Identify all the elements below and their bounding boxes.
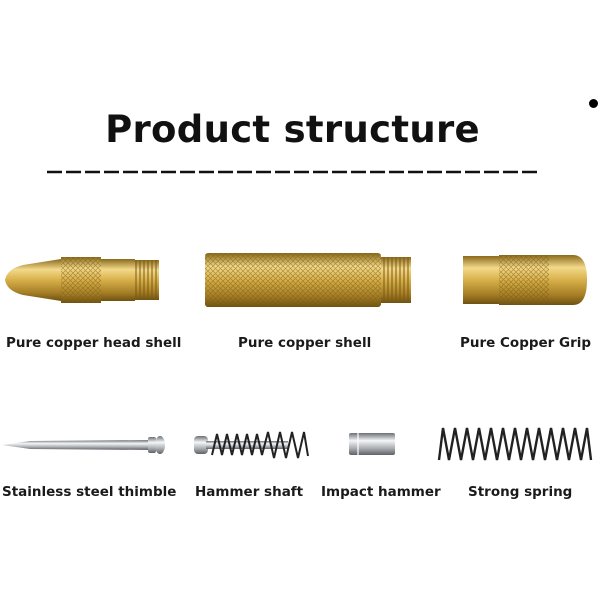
label-hammer-shaft: Hammer shaft [195, 484, 304, 500]
dashed-divider [47, 170, 537, 174]
spring-part [437, 427, 593, 461]
label-grip: Pure Copper Grip [460, 335, 592, 351]
label-shell: Pure copper shell [238, 335, 372, 351]
impact-hammer-part [349, 433, 395, 455]
head-shell-part [5, 257, 159, 303]
shell-part [205, 253, 411, 307]
hammer-shaft-part [194, 431, 309, 459]
label-head-shell: Pure copper head shell [6, 335, 182, 351]
label-impact-hammer: Impact hammer [321, 484, 441, 500]
page-title: Product structure [105, 108, 480, 151]
grip-part [463, 255, 587, 305]
label-thimble: Stainless steel thimble [2, 484, 177, 500]
label-spring: Strong spring [468, 484, 573, 500]
thimble-part [2, 436, 165, 454]
bullet-dot [589, 99, 598, 108]
